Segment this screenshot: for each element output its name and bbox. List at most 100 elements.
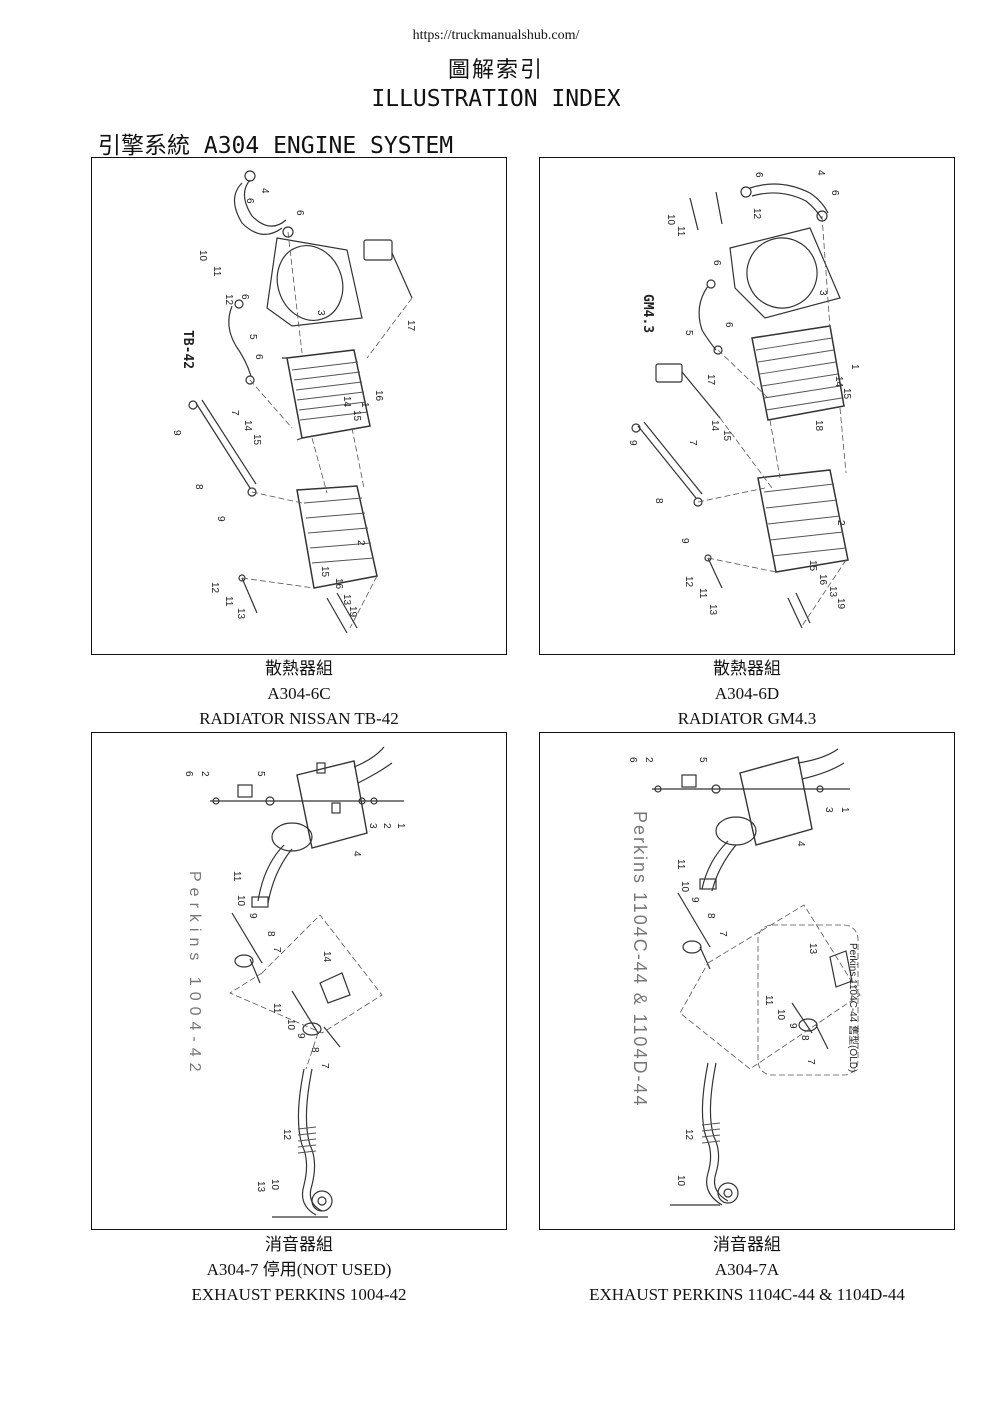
svg-text:11: 11 [223,596,234,607]
svg-text:6: 6 [711,260,722,266]
svg-text:15: 15 [807,560,818,572]
diagram-panel-radiator-gm43: GM4.3 10 11 6 12 4 6 6 5 6 3 17 1 14 15 … [539,157,955,655]
svg-text:4: 4 [795,841,806,847]
svg-text:15: 15 [721,430,732,442]
svg-text:9: 9 [295,1033,306,1039]
svg-text:9: 9 [787,1023,798,1029]
svg-text:15: 15 [841,388,852,400]
svg-text:7: 7 [687,440,698,446]
svg-text:6: 6 [829,190,840,196]
diagram-panel-exhaust-1104: Perkins 1104C-44 & 1104D-44 Perkins 1104… [539,732,955,1230]
svg-text:14: 14 [242,420,253,432]
svg-text:7: 7 [805,1059,816,1065]
svg-text:8: 8 [653,498,664,504]
source-url[interactable]: https://truckmanualshub.com/ [412,28,580,43]
svg-text:6: 6 [627,757,638,763]
caption-part-code: A304-7A [714,1260,780,1279]
svg-text:5: 5 [255,771,266,777]
svg-text:2: 2 [381,823,392,829]
svg-text:1: 1 [359,402,370,408]
caption-name-cn: 消音器組 [713,1235,781,1254]
svg-text:12: 12 [751,208,762,220]
caption-name-cn: 消音器組 [265,1235,333,1254]
svg-text:3: 3 [817,290,828,296]
caption-radiator-gm43: 散熱器組 A304-6D RADIATOR GM4.3 [539,656,955,731]
svg-text:9: 9 [215,516,226,522]
svg-text:10: 10 [235,895,246,907]
svg-text:14: 14 [709,420,720,432]
svg-text:14: 14 [321,951,332,963]
svg-text:9: 9 [689,897,700,903]
svg-text:11: 11 [675,859,686,870]
svg-text:5: 5 [697,757,708,763]
svg-text:16: 16 [373,390,384,402]
inset-label-1104c-old: Perkins 1104C-44 舊型(OLD) [847,943,860,1072]
svg-text:12: 12 [683,1129,694,1141]
svg-text:13: 13 [707,604,718,616]
caption-exhaust-1004-42: 消音器組 A304-7 停用(NOT USED) EXHAUST PERKINS… [91,1232,507,1307]
svg-text:8: 8 [705,913,716,919]
svg-text:10: 10 [679,881,690,893]
svg-text:12: 12 [209,582,220,594]
exhaust-exploded-view-icon: Perkins 1104C-44 & 1104D-44 Perkins 1104… [627,748,861,1206]
svg-text:1: 1 [395,823,406,829]
svg-text:13: 13 [807,943,818,955]
svg-text:8: 8 [799,1035,810,1041]
svg-text:3: 3 [823,807,834,813]
svg-text:4: 4 [351,851,362,857]
svg-text:6: 6 [183,771,194,777]
svg-text:4: 4 [259,188,270,194]
svg-text:12: 12 [223,294,234,306]
svg-text:15: 15 [251,434,262,446]
svg-text:8: 8 [193,484,204,490]
svg-text:6: 6 [753,172,764,178]
svg-text:10: 10 [197,250,208,262]
svg-text:14: 14 [341,396,352,408]
caption-name-cn: 散熱器組 [713,659,781,678]
svg-text:9: 9 [171,430,182,436]
caption-exhaust-1104: 消音器組 A304-7A EXHAUST PERKINS 1104C-44 & … [539,1232,955,1307]
svg-text:9: 9 [247,913,258,919]
svg-text:10: 10 [775,1009,786,1021]
svg-text:2: 2 [643,757,654,763]
svg-text:17: 17 [705,374,716,386]
model-label-gm43: GM4.3 [640,294,655,333]
svg-text:2: 2 [199,771,210,777]
svg-text:11: 11 [675,226,686,237]
svg-text:7: 7 [717,931,728,937]
radiator-exploded-view-icon: TB-42 10 11 4 6 6 12 6 5 6 3 17 16 1 14 … [171,170,416,634]
caption-description: EXHAUST PERKINS 1104C-44 & 1104D-44 [589,1285,905,1304]
svg-text:2: 2 [835,520,846,526]
caption-part-code: A304-6D [714,684,780,703]
model-label-tb42: TB-42 [180,330,195,369]
svg-text:7: 7 [319,1063,330,1069]
svg-text:11: 11 [763,995,774,1006]
caption-radiator-tb42: 散熱器組 A304-6C RADIATOR NISSAN TB-42 [91,656,507,731]
svg-text:13: 13 [341,594,352,606]
page-title-english: ILLUSTRATION INDEX [371,86,621,112]
svg-text:2: 2 [355,540,366,546]
page-title-chinese: 圖解索引 [447,58,544,83]
svg-text:18: 18 [813,420,824,432]
svg-text:13: 13 [827,586,838,598]
svg-text:3: 3 [315,310,326,316]
svg-text:6: 6 [723,322,734,328]
svg-text:12: 12 [683,576,694,588]
svg-text:6: 6 [239,294,250,300]
svg-text:17: 17 [405,320,416,332]
diagram-panel-radiator-tb42: TB-42 10 11 4 6 6 12 6 5 6 3 17 16 1 14 … [91,157,507,655]
svg-text:11: 11 [697,588,708,599]
caption-part-code: A304-7 停用(NOT USED) [206,1260,392,1279]
svg-text:6: 6 [294,210,305,216]
svg-text:19: 19 [835,598,846,610]
caption-description: EXHAUST PERKINS 1004-42 [191,1285,407,1304]
model-label-1004-42: Perkins 1004-42 [186,871,203,1078]
svg-text:6: 6 [244,198,255,204]
svg-text:11: 11 [271,1003,282,1014]
svg-text:19: 19 [347,606,358,618]
svg-text:11: 11 [231,871,242,882]
svg-text:1: 1 [839,807,850,813]
svg-text:1: 1 [849,364,860,370]
radiator-exploded-view-icon: GM4.3 10 11 6 12 4 6 6 5 6 3 17 1 14 15 … [627,170,860,629]
svg-text:7: 7 [271,947,282,953]
